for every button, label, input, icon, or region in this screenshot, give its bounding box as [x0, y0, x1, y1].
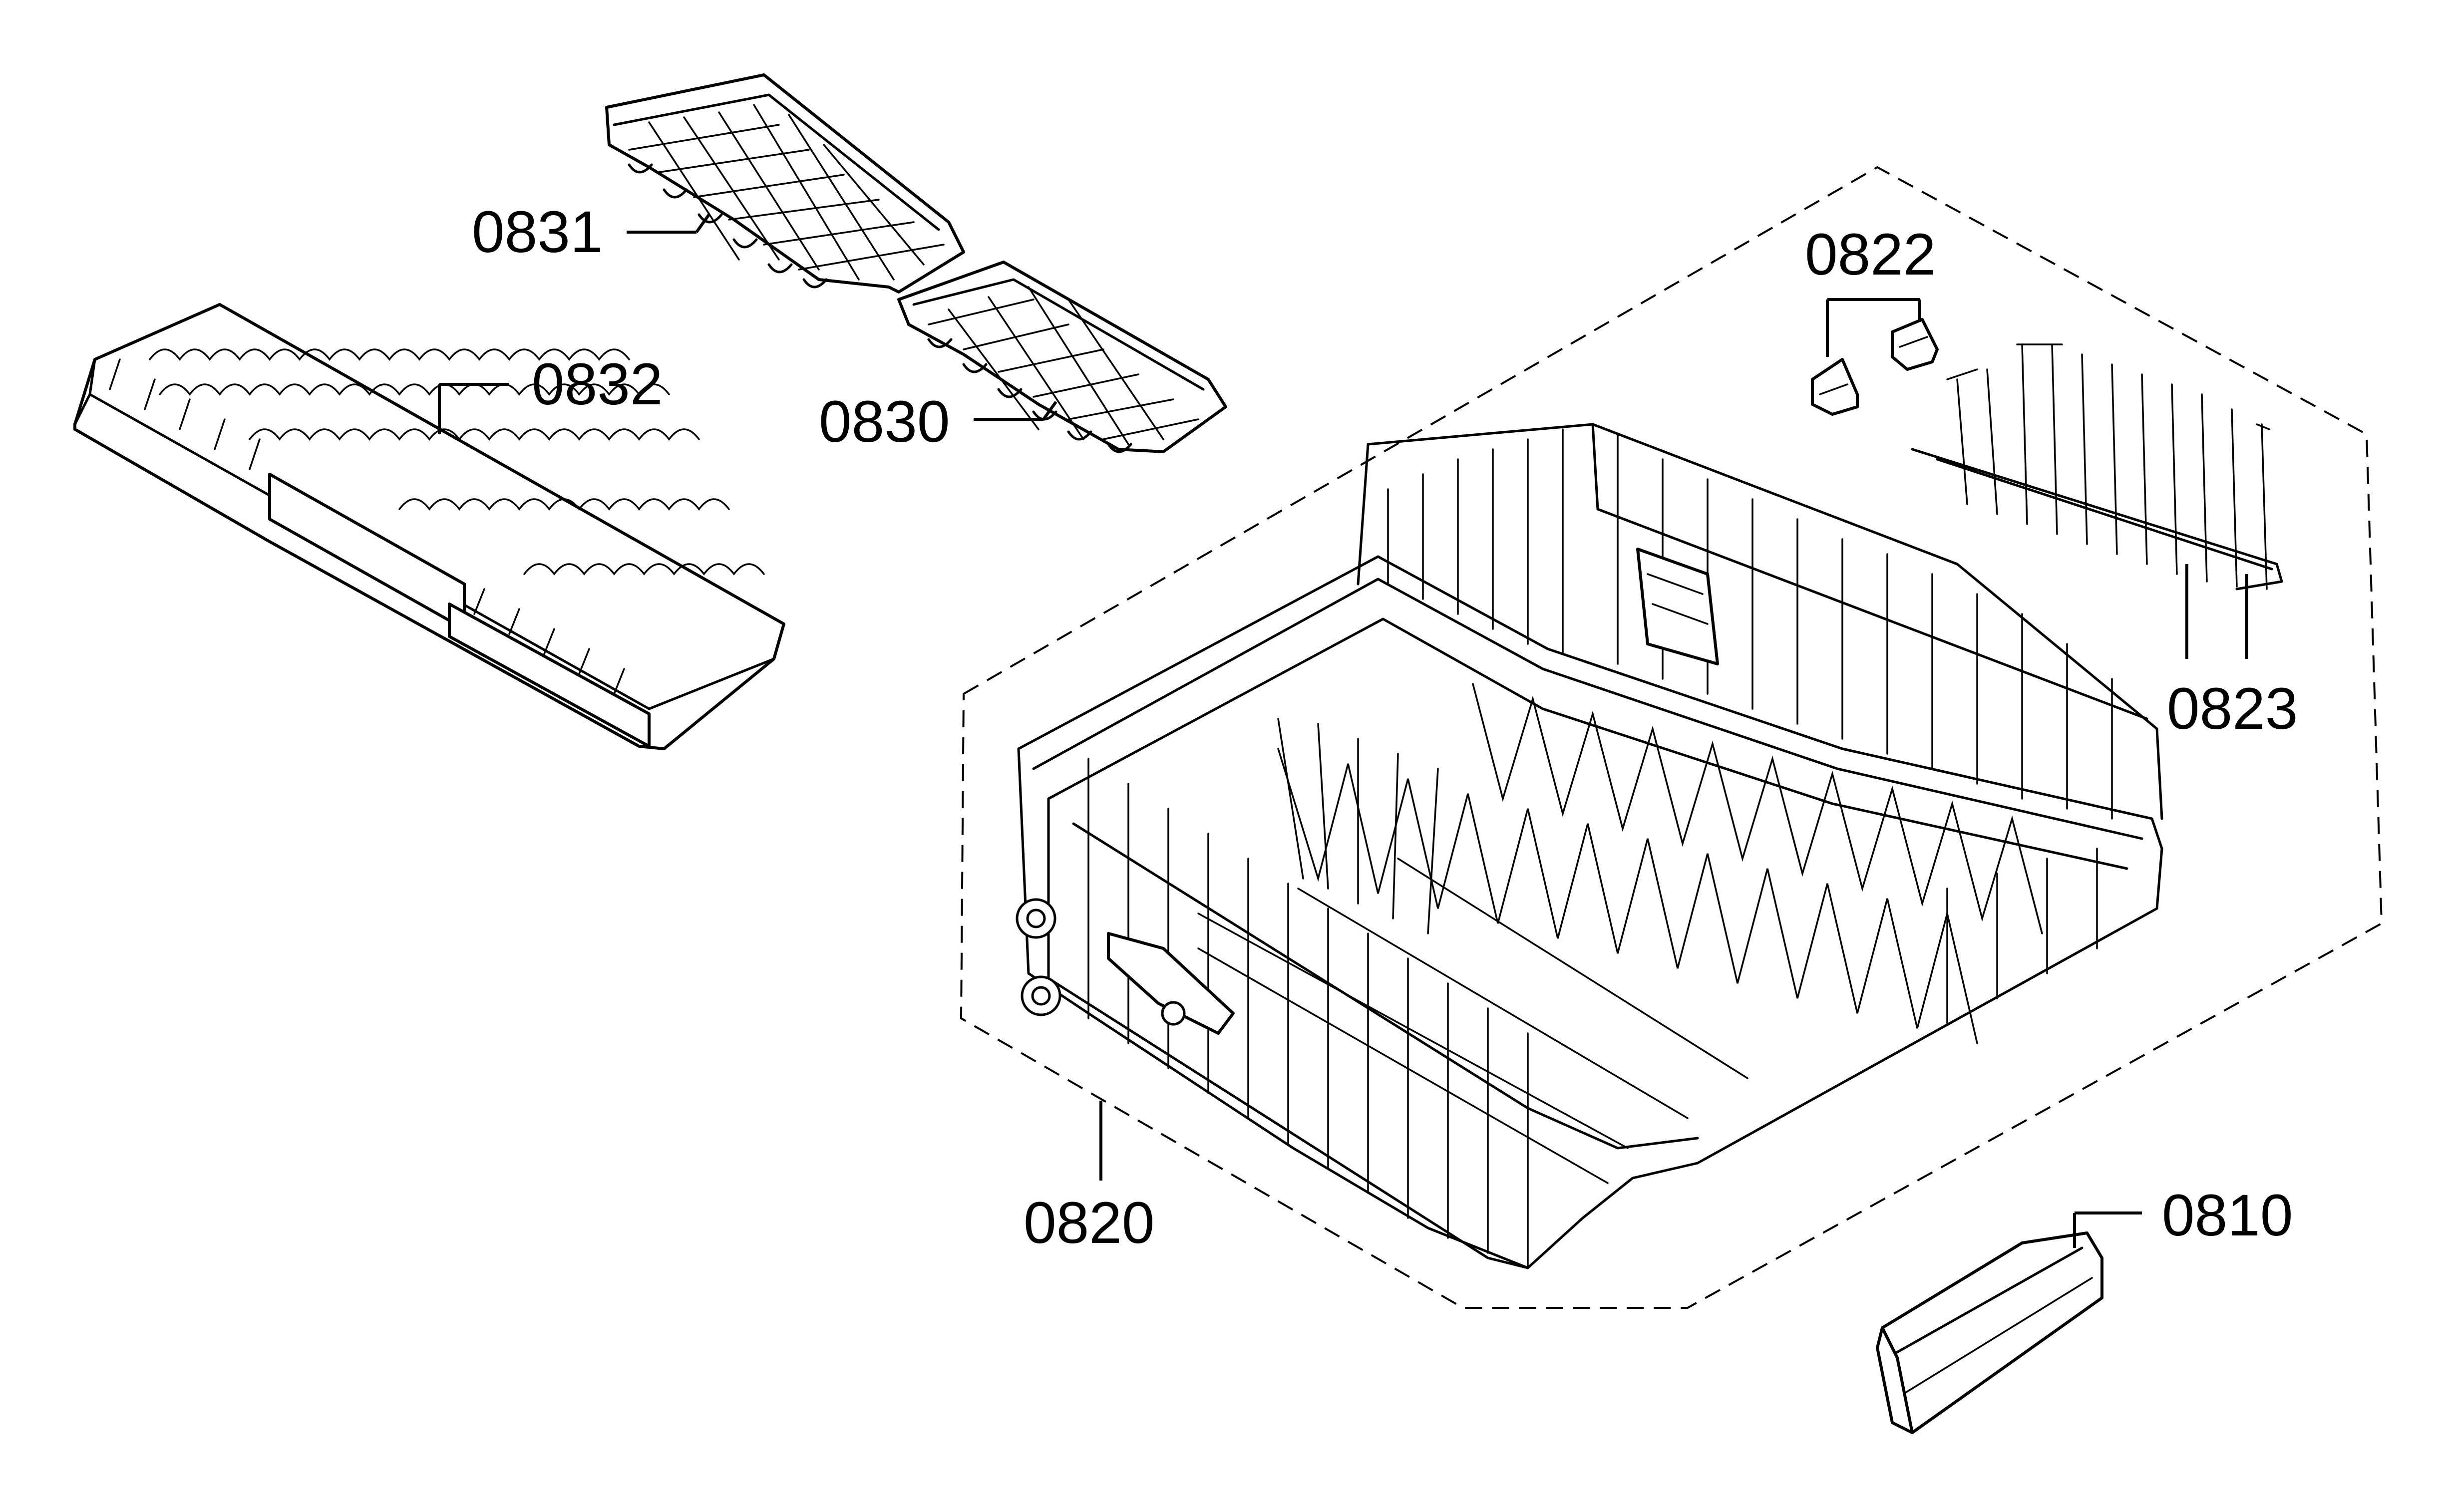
part-label-0810: 0810 — [2162, 1183, 2293, 1248]
part-label-0830: 0830 — [819, 389, 950, 455]
part-0810-drawing — [1876, 1231, 2103, 1434]
part-0810-callout: 0810 — [2073, 1183, 2293, 1248]
part-0822-callout: 0822 — [1805, 222, 1936, 357]
part-0820-drawing — [1016, 423, 2163, 1269]
assembly-group-outline — [960, 166, 2383, 1309]
part-label-0831: 0831 — [472, 199, 603, 265]
part-0820-callout: 0820 — [1024, 1101, 1155, 1256]
part-0831-callout: 0831 — [472, 199, 710, 265]
part-label-0823: 0823 — [2167, 676, 2298, 742]
part-label-0822: 0822 — [1805, 222, 1936, 288]
part-label-0832: 0832 — [532, 351, 663, 417]
part-0823-drawing — [1911, 343, 2283, 591]
part-0822-drawing — [1811, 318, 1939, 416]
part-0830-callout: 0830 — [819, 389, 1057, 455]
part-0831-drawing — [605, 73, 965, 294]
part-0830-drawing — [897, 261, 1227, 453]
part-0823-callout: 0823 — [2167, 564, 2298, 742]
part-0832-drawing — [73, 303, 785, 750]
leader-line — [695, 214, 710, 233]
part-label-0820: 0820 — [1024, 1190, 1155, 1256]
leader-line — [1042, 401, 1057, 420]
part-0832-callout: 0832 — [438, 351, 663, 434]
